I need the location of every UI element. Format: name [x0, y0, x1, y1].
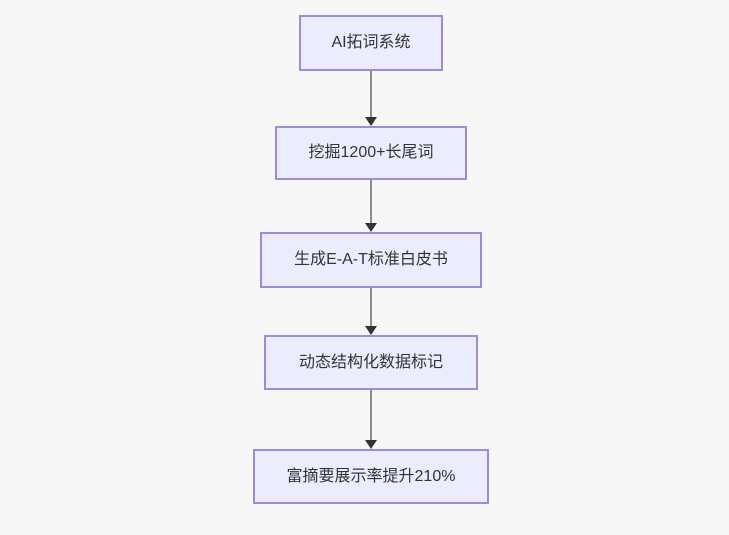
node-label: AI拓词系统	[331, 34, 411, 52]
edge-line	[370, 71, 372, 118]
arrowhead-down-icon	[365, 326, 377, 335]
flow-node-structured-data-markup: 动态结构化数据标记	[264, 335, 478, 390]
flow-edge-4	[365, 390, 377, 449]
node-label: 动态结构化数据标记	[298, 353, 443, 371]
flow-node-rich-snippet-uplift: 富摘要展示率提升210%	[253, 449, 489, 504]
node-label: 生成E-A-T标准白皮书	[294, 251, 448, 269]
edge-line	[370, 288, 372, 327]
arrowhead-down-icon	[365, 223, 377, 232]
flow-edge-2	[365, 180, 377, 232]
arrowhead-down-icon	[365, 440, 377, 449]
flow-node-longtail-mining: 挖掘1200+长尾词	[275, 126, 467, 180]
flow-edge-3	[365, 288, 377, 335]
node-label: 富摘要展示率提升210%	[286, 467, 456, 485]
edge-line	[370, 390, 372, 441]
arrowhead-down-icon	[365, 117, 377, 126]
node-label: 挖掘1200+长尾词	[308, 144, 434, 162]
flow-node-eat-whitepaper: 生成E-A-T标准白皮书	[260, 232, 482, 288]
edge-line	[370, 180, 372, 224]
flow-node-ai-keyword-system: AI拓词系统	[299, 15, 443, 71]
flow-edge-1	[365, 71, 377, 126]
